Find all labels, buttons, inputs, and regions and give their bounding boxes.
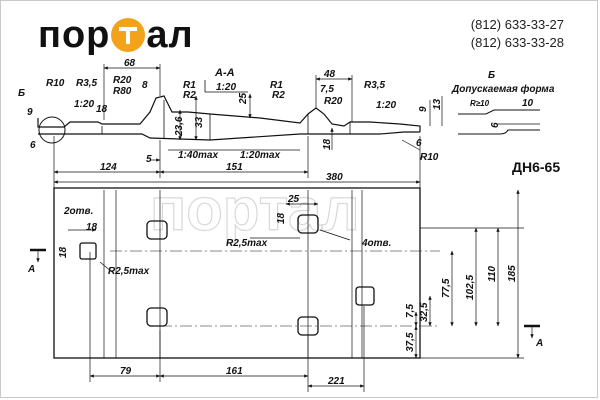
plan-labels: 2отв. 18 18 R2,5max 25 18 R2,5max 4отв. … — [27, 194, 543, 387]
dim-18-bottom: 18 — [322, 138, 333, 150]
contact-phones: (812) 633-33-27 (812) 633-33-28 — [471, 16, 564, 52]
dim-102-5: 102,5 — [465, 275, 476, 300]
dim-slope-right: 1:20 — [376, 100, 396, 111]
dim-33: 33 — [194, 116, 205, 128]
dim-37-5: 37,5 — [405, 332, 416, 352]
hole-left-small — [79, 242, 97, 260]
dim-r35-right: R3,5 — [364, 80, 386, 91]
dim-6-left: 6 — [30, 140, 36, 151]
hole-bottom-right — [297, 316, 319, 336]
dim-221: 221 — [327, 376, 345, 387]
dim-r20-right: R20 — [324, 96, 343, 107]
detail-10: 10 — [522, 98, 534, 109]
dim-79: 79 — [120, 366, 132, 377]
cut-marker-a-right: А — [535, 338, 543, 349]
dim-slope-left: 1:20 — [74, 99, 94, 110]
cut-marker-a-left: А — [27, 264, 35, 275]
dim-110: 110 — [487, 266, 498, 282]
dim-r2-left: R2 — [183, 90, 196, 101]
dim-18-profile: 18 — [96, 104, 108, 115]
dim-r20: R20 — [113, 75, 132, 86]
dim-32-5: 32,5 — [419, 302, 430, 322]
plan-dimension-lines — [30, 189, 540, 392]
dim-slope-140max: 1:40max — [178, 150, 218, 161]
dim-185: 185 — [507, 265, 518, 282]
dim-25: 25 — [238, 92, 249, 105]
logo-text-left: пор — [38, 14, 111, 56]
dim-r25max-left: R2,5max — [108, 266, 150, 277]
dim-9-left: 9 — [27, 107, 33, 118]
dim-23-6: 23,6 — [174, 116, 185, 137]
detail-r10: R≥10 — [470, 99, 490, 108]
phone-1: (812) 633-33-27 — [470, 17, 564, 32]
dim-25-plan: 25 — [287, 194, 300, 205]
allowed-form-label: Допускаемая форма — [451, 83, 555, 95]
detail-view-label-b: Б — [488, 70, 495, 81]
dim-13: 13 — [432, 98, 443, 110]
dim-r10-bottom: R10 — [420, 152, 439, 163]
dim-68: 68 — [124, 58, 136, 69]
dim-9-right: 9 — [418, 106, 429, 112]
logo-text-right: ал — [146, 14, 194, 56]
hole-top-left — [146, 220, 168, 240]
dim-380: 380 — [326, 172, 343, 183]
hole-bottom-left — [146, 307, 168, 327]
profile-labels: Б R10 R3,5 1:20 68 R20 R80 8 18 9 6 R1 R… — [18, 58, 560, 183]
dim-r1-right: R1 — [270, 80, 283, 91]
dim-7-5: 7,5 — [320, 84, 334, 95]
dim-48: 48 — [323, 69, 336, 80]
dim-77-5: 77,5 — [441, 278, 452, 298]
label-4-holes: 4отв. — [361, 238, 391, 249]
dim-18-a: 18 — [86, 222, 98, 233]
dim-151: 151 — [226, 162, 243, 173]
dim-124: 124 — [100, 162, 117, 173]
dim-6-right: 6 — [416, 138, 422, 149]
hole-right-small — [355, 286, 375, 306]
dim-slope-120max: 1:20max — [240, 150, 280, 161]
plan-view — [53, 187, 440, 359]
watermark-text: портал — [150, 176, 360, 243]
drawing-title: ДН6-65 — [512, 159, 560, 175]
dim-r80: R80 — [113, 86, 132, 97]
detail-6: 6 — [490, 122, 501, 128]
dim-18-b: 18 — [58, 246, 69, 258]
dim-r25max-mid: R2,5max — [226, 238, 268, 249]
profile-dimension-lines — [53, 64, 443, 188]
dim-161: 161 — [226, 366, 243, 377]
label-2-holes: 2отв. — [63, 206, 93, 217]
section-label-aa: А-А — [214, 67, 235, 79]
dim-r2-right: R2 — [272, 90, 285, 101]
dim-18-top: 18 — [276, 212, 287, 224]
view-label-b: Б — [18, 88, 25, 99]
allowed-form-detail — [458, 109, 540, 135]
dim-r35-left: R3,5 — [76, 78, 98, 89]
phone-2: (812) 633-33-28 — [470, 35, 564, 50]
logo-t-icon — [111, 18, 146, 52]
dim-8: 8 — [142, 80, 148, 91]
profile-view — [37, 80, 421, 144]
portal-logo: пор ал — [38, 13, 194, 57]
hole-top-right — [297, 214, 319, 234]
dim-5: 5 — [146, 154, 152, 165]
dim-r1-left: R1 — [183, 80, 196, 91]
dim-7-5-plan: 7,5 — [405, 304, 416, 318]
dim-r10-top: R10 — [46, 78, 65, 89]
dim-slope-mid: 1:20 — [216, 82, 236, 93]
